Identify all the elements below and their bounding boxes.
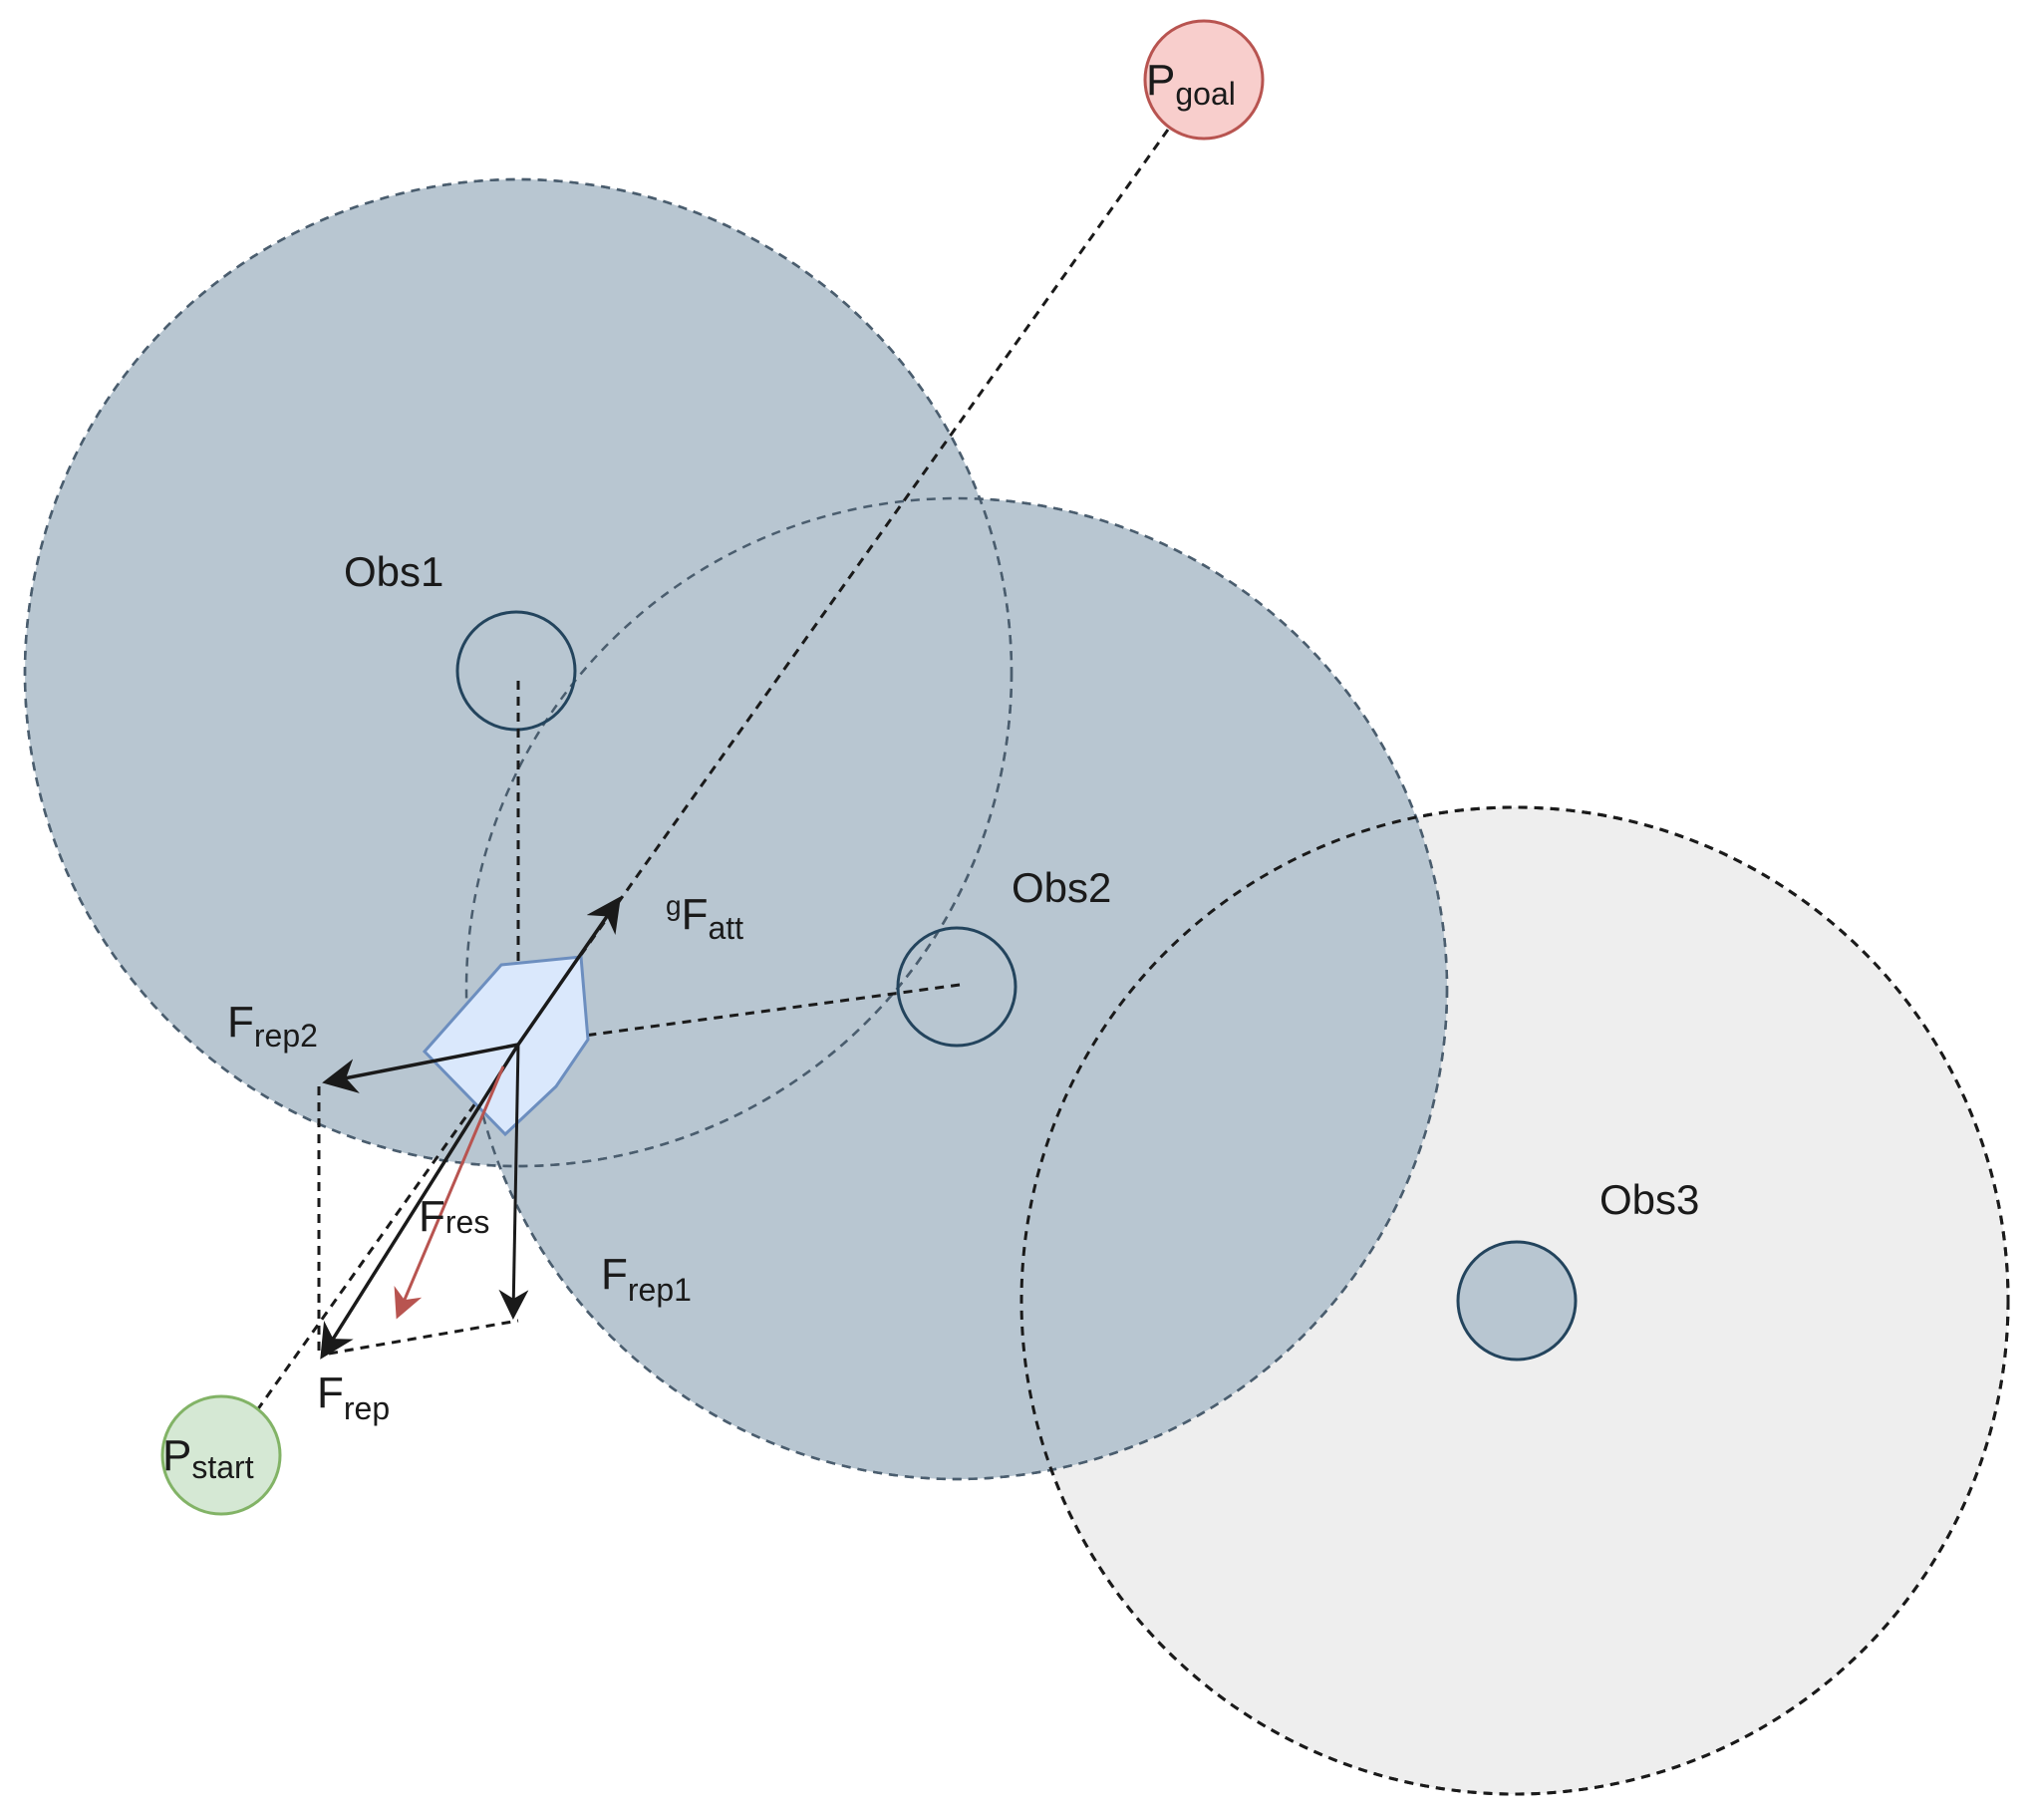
force-rep1-arrow bbox=[498, 1044, 529, 1320]
obs2-boundary-overlay bbox=[464, 496, 1449, 1481]
obs3-label: Obs3 bbox=[1599, 1176, 1699, 1223]
start-goal-path bbox=[255, 129, 1170, 1411]
force-rep-arrow bbox=[320, 1044, 520, 1360]
obs1-core bbox=[455, 610, 577, 732]
obs2-core bbox=[896, 926, 1017, 1048]
start-label: Pstart bbox=[162, 1431, 254, 1485]
goal-point: Pgoal bbox=[1143, 19, 1265, 141]
force-rep2-label: Frep2 bbox=[227, 998, 318, 1054]
obs1-label: Obs1 bbox=[344, 548, 443, 595]
force-rep2-arrow bbox=[322, 1043, 519, 1093]
goal-label: Pgoal bbox=[1146, 56, 1236, 112]
start-marker bbox=[160, 1394, 282, 1516]
obs3-core bbox=[1456, 1240, 1578, 1362]
obs3-boundary-overlay bbox=[1019, 805, 2010, 1796]
obs2-label: Obs2 bbox=[1012, 864, 1111, 911]
goal-marker bbox=[1143, 19, 1265, 141]
obs1-boundary-overlay bbox=[23, 177, 1014, 1168]
obs2-to-robot-line bbox=[517, 983, 961, 1047]
force-res-arrow bbox=[394, 1065, 505, 1320]
force-att-arrow bbox=[516, 896, 621, 1046]
force-rep1-label: Frep1 bbox=[601, 1250, 692, 1308]
force-att-label: gFatt bbox=[666, 890, 743, 946]
start-point: Pstart bbox=[160, 1394, 282, 1516]
force-res-label: Fres bbox=[419, 1192, 489, 1241]
force-rep-label: Frep bbox=[317, 1368, 390, 1426]
parallelogram-bottom bbox=[328, 1319, 519, 1356]
